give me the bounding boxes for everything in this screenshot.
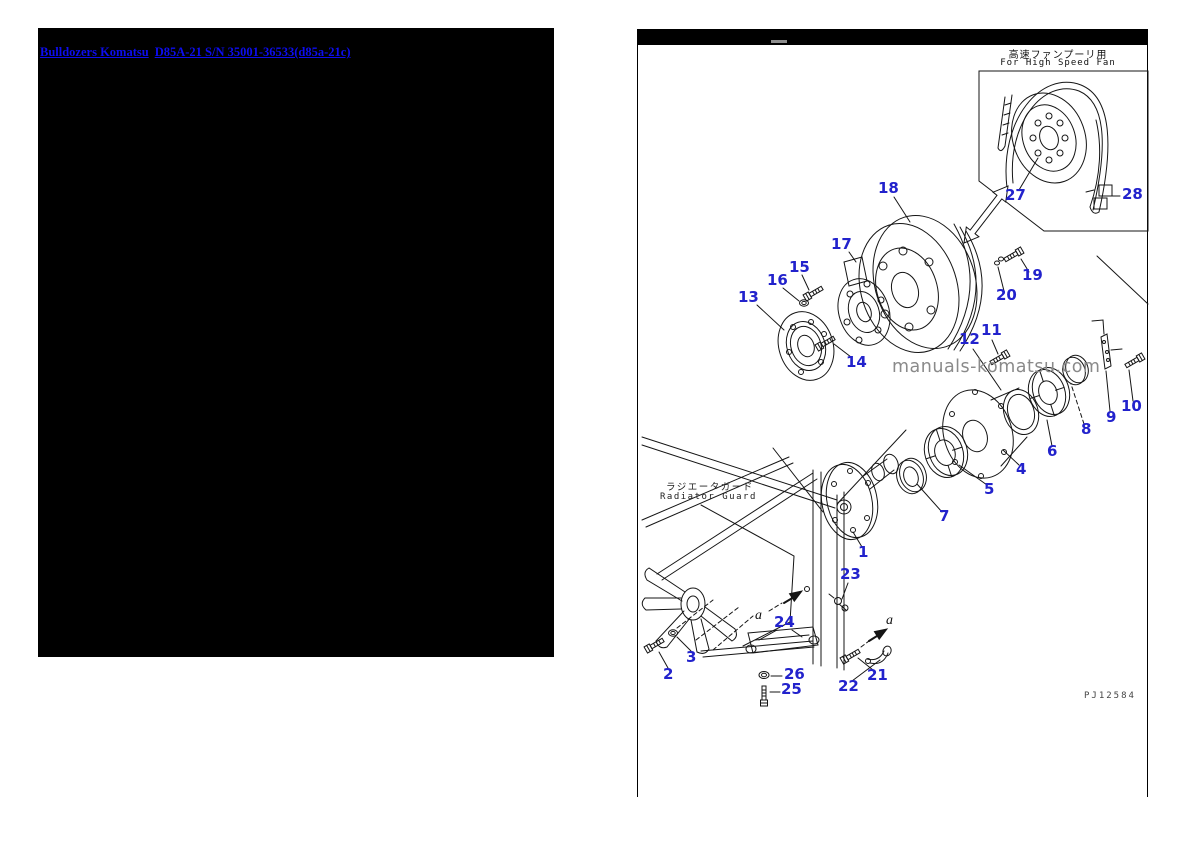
part-callout-12: 12 (959, 330, 980, 348)
part-callout-13: 13 (738, 288, 759, 306)
part-callout-8: 8 (1081, 420, 1092, 438)
breadcrumb: Bulldozers Komatsu D85A-21 S/N 35001-3653… (40, 45, 357, 60)
part-callout-5: 5 (984, 480, 995, 498)
part-callout-25: 25 (781, 680, 802, 698)
page-top-bar (637, 29, 1148, 45)
part-callout-28: 28 (1122, 185, 1143, 203)
drawing-number: PJ12584 (1084, 691, 1136, 701)
part-callout-6: 6 (1047, 442, 1058, 460)
part-callout-1: 1 (858, 543, 869, 561)
part-callout-14: 14 (846, 353, 867, 371)
part-callout-18: 18 (878, 179, 899, 197)
part-callout-26: 26 (784, 665, 805, 683)
part-callout-19: 19 (1022, 266, 1043, 284)
topbar-smudge (771, 40, 787, 43)
part-callout-17: 17 (831, 235, 852, 253)
part-callout-24: 24 (774, 613, 795, 631)
thumbnail-placeholder (38, 28, 554, 657)
part-callout-16: 16 (767, 271, 788, 289)
part-callout-7: 7 (939, 507, 950, 525)
part-callout-3: 3 (686, 648, 697, 666)
ref-letter-a: a (755, 608, 762, 623)
inset-title-japanese: 高速ファンプーリ用 (1008, 50, 1108, 61)
part-callout-11: 11 (981, 321, 1002, 339)
part-callout-9: 9 (1106, 408, 1117, 426)
breadcrumb-link-category[interactable]: Bulldozers Komatsu (40, 45, 149, 59)
guard-label-japanese: ラジエータガード (666, 482, 754, 493)
part-callout-4: 4 (1016, 460, 1027, 478)
parts-diagram-page: 高速ファンプーリ用 For High Speed Fan ラジエータガード Ra… (637, 29, 1149, 797)
part-callout-27: 27 (1005, 186, 1026, 204)
exploded-view-drawing (641, 70, 1149, 707)
part-callout-23: 23 (840, 565, 861, 583)
part-callout-15: 15 (789, 258, 810, 276)
diagram-canvas: 高速ファンプーリ用 For High Speed Fan ラジエータガード Ra… (637, 45, 1149, 797)
part-callout-22: 22 (838, 677, 859, 695)
ref-letter-a: a (886, 613, 893, 628)
breadcrumb-link-model[interactable]: D85A-21 S/N 35001-36533(d85a-21c) (154, 45, 351, 59)
inset-box (978, 70, 1149, 232)
part-callout-10: 10 (1121, 397, 1142, 415)
guard-label-english: Radiator Guard (660, 492, 757, 502)
part-callout-2: 2 (663, 665, 674, 683)
part-callout-20: 20 (996, 286, 1017, 304)
part-callout-21: 21 (867, 666, 888, 684)
inset-title-english: For High Speed Fan (1000, 58, 1116, 68)
watermark-text: manuals-komatsu.com (892, 357, 1101, 377)
direction-arrow (963, 185, 1009, 244)
